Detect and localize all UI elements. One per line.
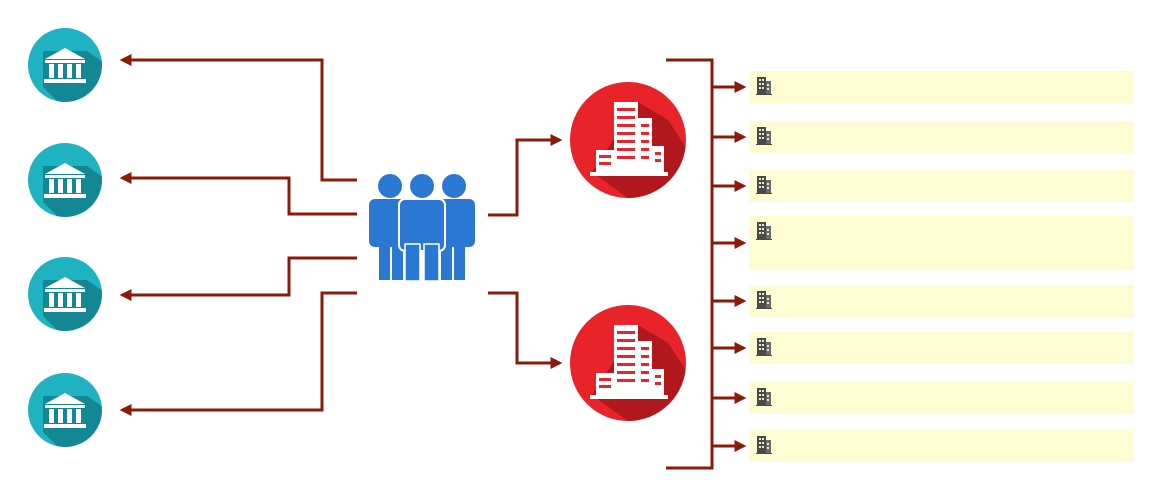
bank-node (28, 373, 139, 484)
list-item (749, 382, 1134, 414)
list-item (749, 430, 1134, 462)
list-item (749, 170, 1134, 202)
company-node (570, 305, 708, 443)
bank-node (28, 28, 139, 139)
list-item (749, 332, 1134, 364)
list-item-box (749, 285, 1134, 317)
bank-building-icon (28, 373, 139, 484)
bank-building-icon (28, 28, 139, 139)
connector-bank-4 (119, 291, 357, 416)
list-item (749, 71, 1134, 103)
bank-building-icon (28, 257, 139, 368)
bank-connectors (119, 54, 357, 416)
list-group (749, 71, 1134, 462)
list-item (749, 285, 1134, 317)
list-arrows (712, 81, 747, 452)
bank-building-icon (28, 143, 139, 254)
list-item-box (749, 71, 1134, 103)
list-item-box (749, 121, 1134, 153)
company-connectors (488, 134, 563, 369)
connector-company-1 (488, 134, 563, 217)
list-item-box (749, 216, 1134, 270)
connector-company-2 (488, 291, 563, 369)
connector-bank-2 (119, 172, 357, 216)
bank-node (28, 257, 139, 368)
list-bracket (666, 58, 714, 470)
list-item-box (749, 170, 1134, 202)
office-building-icon (570, 82, 708, 220)
list-item-box (749, 430, 1134, 462)
list-item-box (749, 332, 1134, 364)
people-group-icon (369, 174, 475, 282)
bracket-line (666, 58, 714, 470)
company-node (570, 82, 708, 220)
list-item (749, 216, 1134, 270)
list-item (749, 121, 1134, 153)
connector-bank-1 (119, 54, 357, 182)
banks-group (28, 28, 139, 484)
office-building-icon (570, 305, 708, 443)
list-item-box (749, 382, 1134, 414)
connector-bank-3 (119, 256, 357, 301)
companies-group (570, 82, 708, 443)
bank-node (28, 143, 139, 254)
